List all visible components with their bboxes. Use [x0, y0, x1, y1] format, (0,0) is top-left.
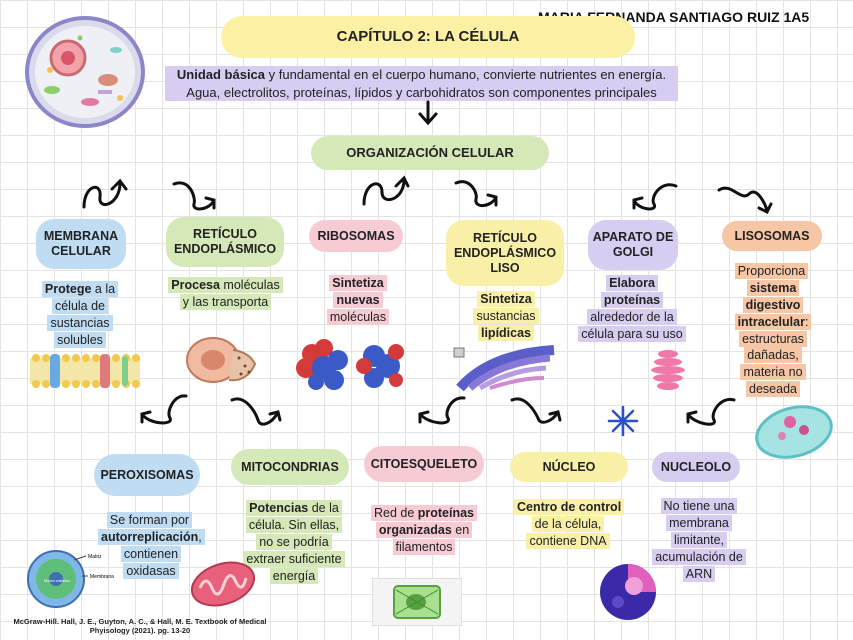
intro-line2: Agua, electrolitos, proteínas, lípidos y… — [186, 84, 657, 100]
cytoskeleton-image — [372, 578, 462, 626]
curly-arrow-icon — [686, 397, 736, 426]
desc-ribosomas: Sintetiza nuevas moléculas — [316, 275, 400, 326]
ribosome-image — [296, 339, 404, 390]
perox-label-3: Núcleo cristalino — [44, 579, 70, 583]
peroxisome-image: Matriz Membrana Núcleo cristalino — [27, 550, 114, 608]
desc-mitocondrias: Potencias de la célula. Sin ellas, no se… — [240, 500, 348, 584]
curly-arrow-icon — [418, 396, 466, 425]
node-membrana: MEMBRANA CELULAR — [36, 219, 126, 269]
nucleus-image — [600, 564, 656, 620]
node-lisosomas: LISOSOMAS — [722, 221, 822, 251]
node-ribosomas: RIBOSOMAS — [309, 220, 403, 252]
curly-arrow-icon — [82, 178, 128, 209]
intro-rest: y fundamental en el cuerpo humano, convi… — [265, 67, 667, 82]
node-golgi: APARATO DE GOLGI — [588, 220, 678, 270]
curly-arrow-icon — [510, 397, 562, 424]
desc-reticulo: Procesa moléculas y las transporta — [168, 277, 283, 311]
desc-nucleolo: No tiene una membrana limitante, acumula… — [652, 498, 746, 582]
desc-peroxisomas: Se forman por autorreplicación, contiene… — [98, 512, 205, 580]
mitochondria-image — [190, 561, 256, 607]
desc-membrana: Protege a la célula de sustancias solubl… — [30, 281, 130, 349]
node-reticulo-liso: RETÍCULO ENDOPLÁSMICO LISO — [446, 220, 564, 286]
curly-arrow-icon — [454, 180, 498, 207]
node-citoesqueleto: CITOESQUELETO — [364, 446, 484, 482]
perox-label-1: Matriz — [88, 554, 102, 560]
er-image — [186, 337, 257, 383]
desc-citoesqueleto: Red de proteínas organizadas en filament… — [370, 505, 478, 556]
desc-lisosomas: Proporciona sistema digestivo intracelul… — [728, 263, 818, 398]
intro-text: Unidad básica y fundamental en el cuerpo… — [165, 66, 678, 101]
desc-nucleo: Centro de control de la célula, contiene… — [514, 499, 625, 550]
node-mitocondrias: MITOCONDRIAS — [231, 449, 349, 485]
intro-bold: Unidad básica — [176, 67, 266, 82]
node-nucleo: NÚCLEO — [510, 452, 628, 482]
membrane-image — [30, 354, 140, 388]
desc-golgi: Elabora proteínas alrededor de la célula… — [578, 275, 686, 343]
node-reticulo: RETÍCULO ENDOPLÁSMICO — [166, 217, 284, 267]
lysosome-image — [755, 405, 833, 459]
curly-arrow-icon — [172, 181, 216, 211]
desc-reticulo-liso: Sintetiza sustancias lipídicas — [462, 291, 550, 342]
curly-arrow-icon — [362, 175, 410, 206]
cell-illustration — [25, 16, 145, 128]
perox-label-2: Membrana — [90, 574, 114, 580]
page-title: CAPÍTULO 2: LA CÉLULA — [221, 16, 635, 58]
center-node: ORGANIZACIÓN CELULAR — [311, 136, 549, 170]
down-arrow-icon — [418, 100, 438, 126]
star-icon — [607, 405, 639, 437]
node-peroxisomas: PEROXISOMAS — [94, 454, 200, 496]
node-nucleolo: NUCLEOLO — [652, 452, 740, 482]
curly-arrow-icon — [717, 186, 773, 215]
curly-arrow-icon — [632, 183, 678, 211]
curly-arrow-icon — [140, 394, 188, 425]
reference-text: McGraw-Hill. Hall, J. E., Guyton, A. C.,… — [13, 617, 267, 636]
golgi-image — [651, 350, 685, 390]
smooth-er-image — [453, 345, 555, 392]
curly-arrow-icon — [230, 397, 282, 426]
